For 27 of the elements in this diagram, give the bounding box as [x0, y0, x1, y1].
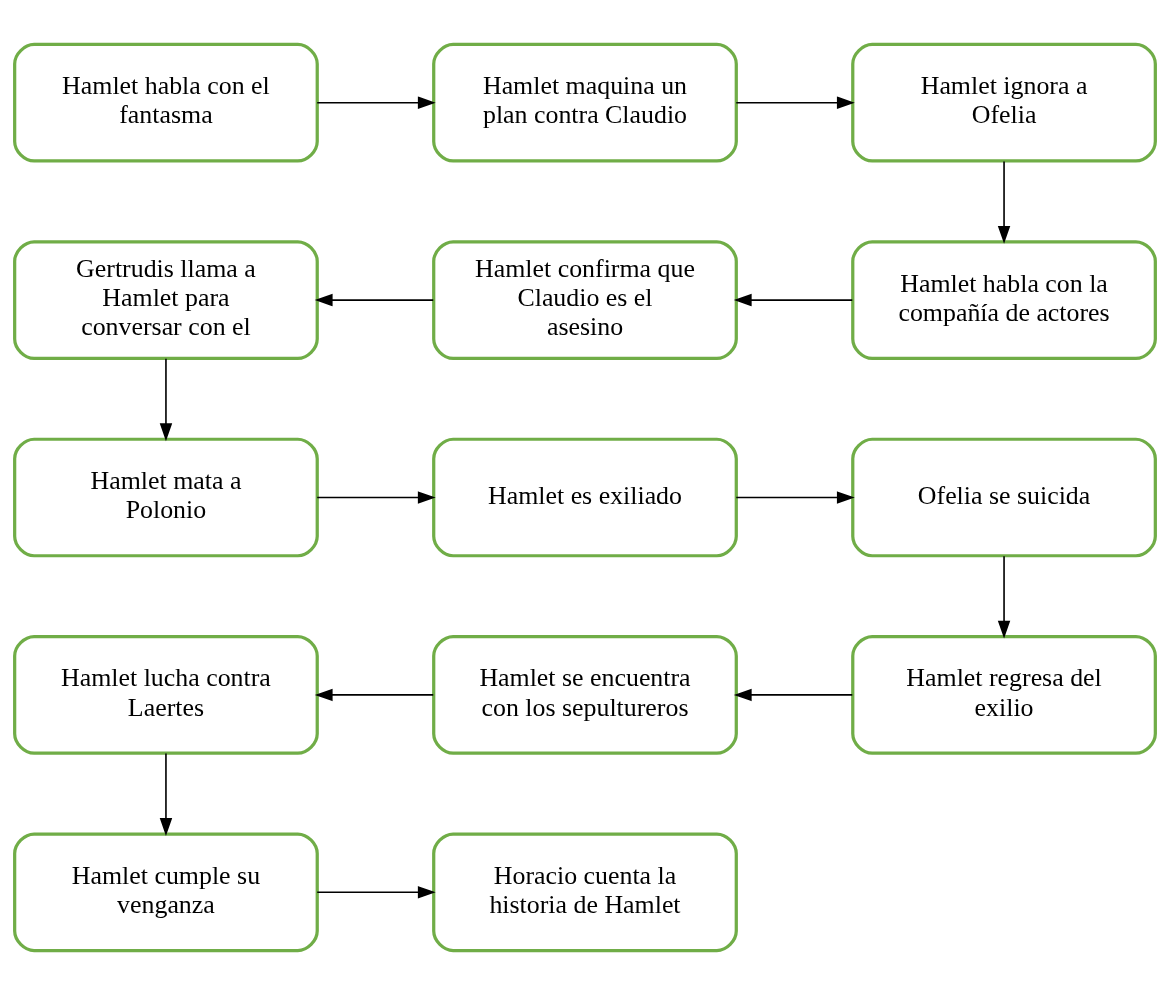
node-box: Ofelia se suicida: [851, 437, 1157, 557]
node-box: Hamlet mata a Polonio: [13, 437, 319, 557]
arrow: [733, 688, 854, 701]
node-box: Hamlet es exiliado: [432, 437, 738, 557]
arrow: [733, 293, 854, 306]
node-box: Horacio cuenta la historia de Hamlet: [432, 831, 738, 952]
node-box: Hamlet regresa del exilio: [851, 634, 1157, 755]
arrow: [314, 293, 435, 306]
node-box: Hamlet habla con el fantasma: [13, 42, 319, 163]
node-box: Gertrudis llama a Hamlet para conversar con el: [13, 239, 319, 360]
node-box: Hamlet cumple su venganza: [13, 831, 319, 952]
arrow: [159, 357, 173, 441]
node-box: Hamlet habla con la compañía de actores: [851, 239, 1157, 360]
arrow: [316, 885, 436, 899]
node-box: Hamlet se encuentra con los sepultureros: [432, 634, 738, 755]
arrow: [735, 490, 855, 504]
node-box: Hamlet confirma que Claudio es el asesino: [432, 239, 738, 360]
node-box: Hamlet ignora a Ofelia: [851, 42, 1157, 163]
arrow: [314, 688, 435, 701]
arrow: [997, 160, 1011, 244]
arrow: [316, 490, 436, 504]
arrow: [159, 752, 173, 836]
node-box: Hamlet lucha contra Laertes: [13, 634, 319, 755]
arrow: [316, 95, 436, 109]
node-box: Hamlet maquina un plan contra Claudio: [432, 42, 738, 163]
arrow: [997, 554, 1011, 639]
arrow: [735, 95, 855, 109]
